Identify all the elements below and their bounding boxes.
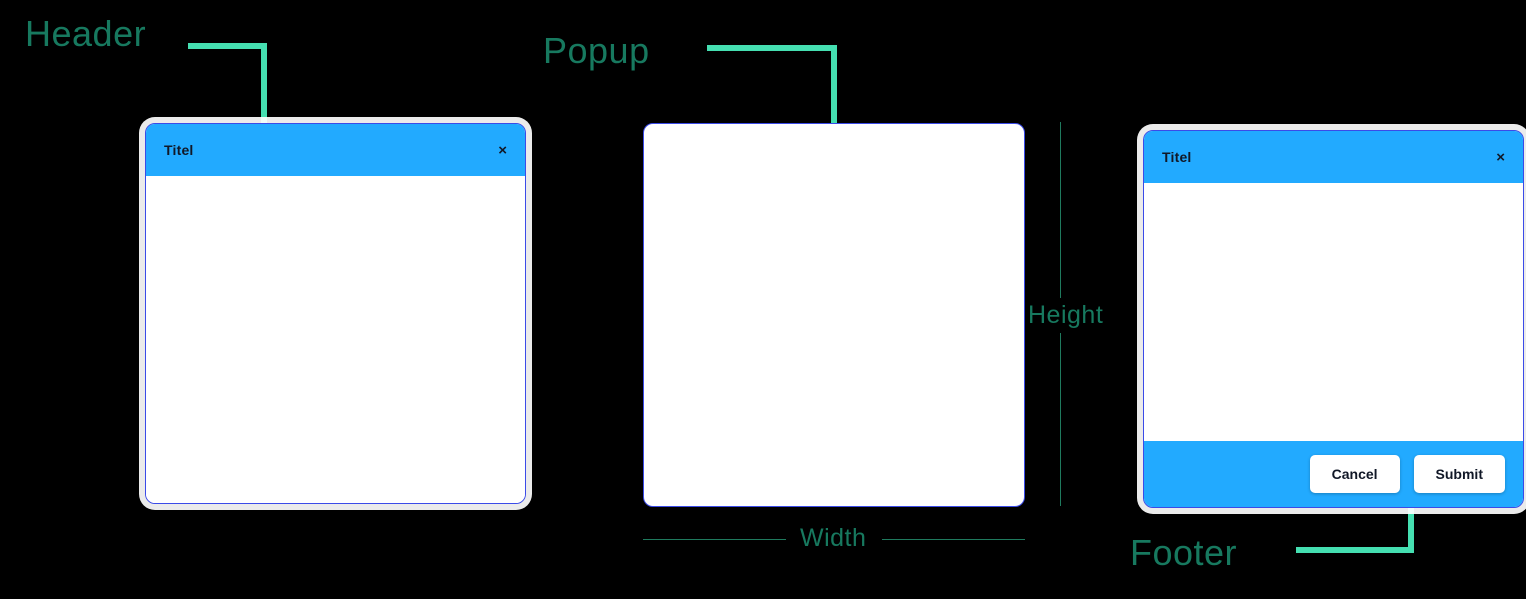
dialog-left-title: Titel [164,142,194,158]
annotation-label-width: Width [800,524,867,552]
dialog-right-title: Titel [1162,149,1192,165]
width-dimension-line-left [643,539,786,540]
width-dimension-line-right [882,539,1025,540]
height-dimension-line-upper [1060,122,1061,298]
annotation-label-height: Height [1028,301,1104,329]
dialog-middle-popup-outline [643,123,1025,507]
annotation-label-footer: Footer [1130,532,1238,573]
dialog-left-body [146,176,525,503]
dialog-right-header: Titel × [1144,131,1523,183]
close-icon[interactable]: × [1496,148,1505,166]
annotation-label-header: Header [25,13,147,54]
header-connector-horizontal [188,43,266,49]
annotation-label-popup: Popup [543,30,650,71]
popup-connector-vertical [831,45,837,124]
close-icon[interactable]: × [498,141,507,159]
submit-button[interactable]: Submit [1413,455,1505,493]
footer-connector-horizontal [1296,547,1414,553]
dialog-right-footer: Cancel Submit [1144,441,1523,507]
cancel-button[interactable]: Cancel [1309,455,1400,493]
dialog-right: Titel × Cancel Submit [1143,130,1524,508]
footer-connector-vertical [1408,505,1414,553]
header-connector-vertical [261,43,267,147]
dialog-left: Titel × [145,123,526,504]
height-dimension-line-lower [1060,333,1061,506]
popup-connector-horizontal [707,45,837,51]
dialog-left-header: Titel × [146,124,525,176]
dialog-right-body [1144,183,1523,441]
